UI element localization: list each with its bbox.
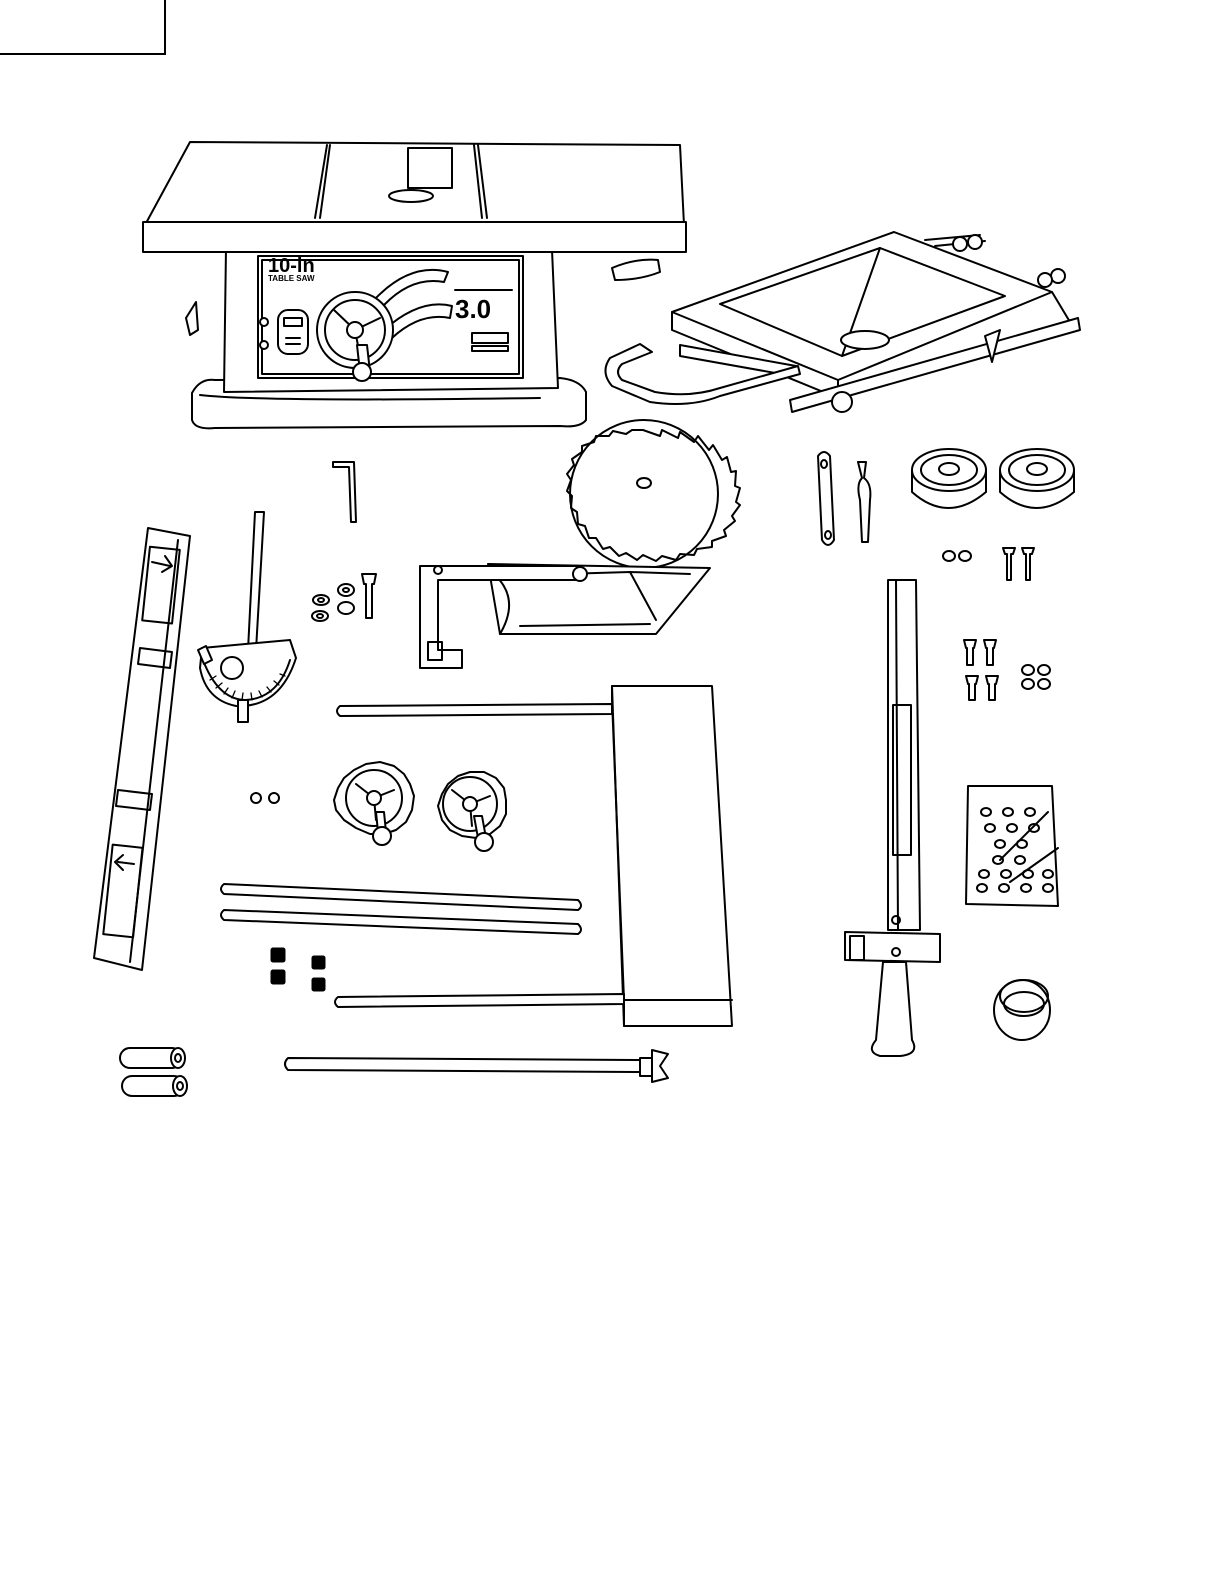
table-saw: 10-in TABLE SAW 3.0 — [143, 142, 686, 428]
saw-blade — [567, 420, 740, 568]
handwheel-left — [334, 762, 414, 845]
rip-fence — [845, 580, 940, 1056]
wheel-left — [912, 449, 986, 508]
set-screws — [271, 948, 325, 991]
rolling-stand — [605, 232, 1080, 412]
wheel-right — [1000, 449, 1074, 508]
washer-set — [1022, 665, 1050, 689]
saw-subtitle-label: TABLE SAW — [268, 274, 315, 283]
axle-nuts — [943, 551, 971, 561]
rating-label: 3.0 — [455, 294, 491, 324]
dust-port — [994, 980, 1050, 1040]
axle-bolts — [1003, 548, 1034, 580]
steel-balls — [251, 793, 279, 803]
spacer-bottom — [122, 1076, 187, 1096]
fence-rail — [94, 528, 190, 970]
hardware-bag — [966, 786, 1058, 906]
miter-gauge — [198, 512, 296, 722]
blade-guard — [420, 564, 710, 668]
blade-wrenches — [818, 452, 870, 545]
extension-table — [335, 686, 732, 1026]
support-rods — [221, 884, 581, 934]
washers-and-bolt — [312, 574, 376, 621]
bolt-set — [964, 640, 998, 700]
lock-rod — [285, 1050, 668, 1082]
handwheel-right — [438, 772, 506, 851]
spacer-top — [120, 1048, 185, 1068]
hex-key — [333, 462, 356, 522]
